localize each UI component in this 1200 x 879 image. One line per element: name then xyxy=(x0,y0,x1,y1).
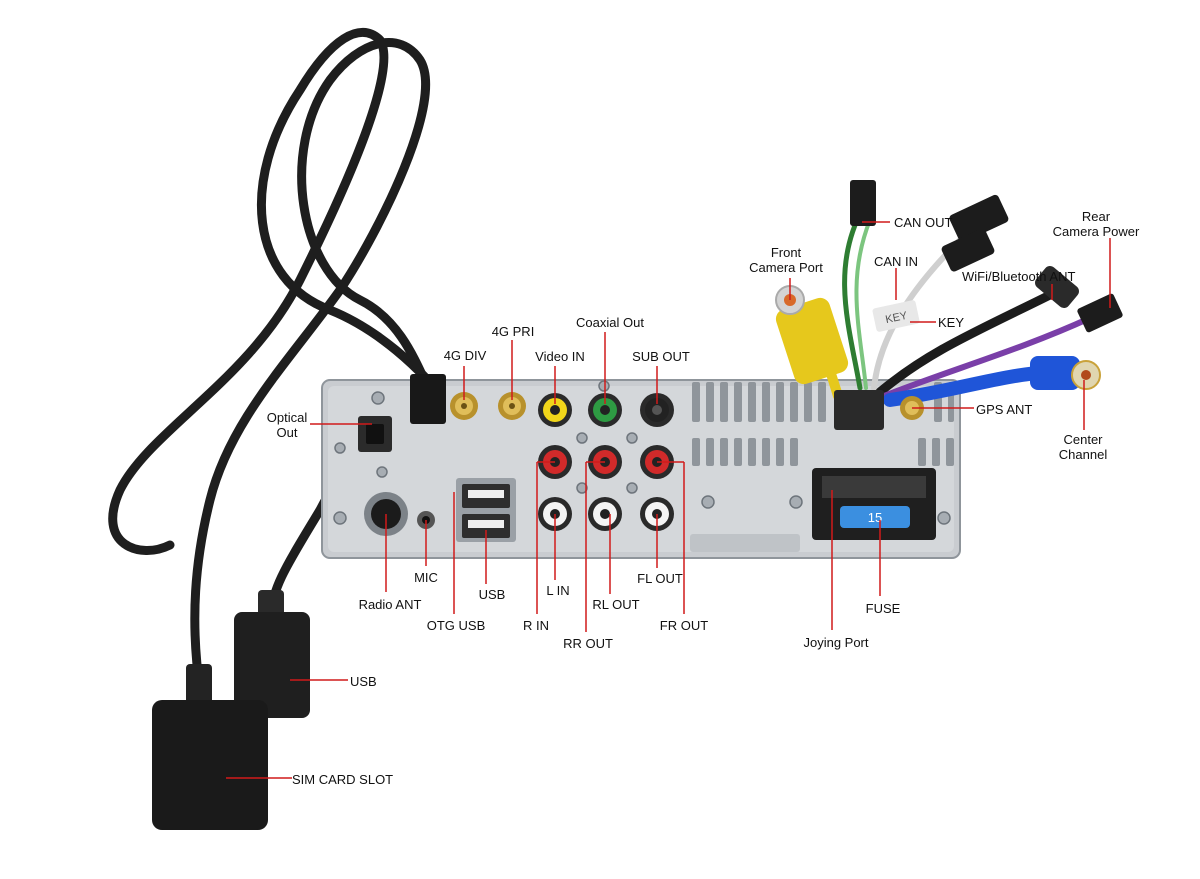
label-fl-out: FL OUT xyxy=(637,571,683,586)
key-tag-text: KEY xyxy=(884,310,909,326)
label-rr-out: RR OUT xyxy=(563,636,613,651)
label-key: KEY xyxy=(938,315,965,330)
center-channel-rca xyxy=(1030,356,1101,390)
label-wifi-bt-ant: WiFi/Bluetooth ANT xyxy=(962,269,1076,284)
label-center-line2: Channel xyxy=(1058,447,1108,462)
label-front-camera-line1: Front xyxy=(770,245,802,260)
label-video-in: Video IN xyxy=(535,349,585,364)
4g-pri-connector xyxy=(498,392,526,420)
label-fr-out: FR OUT xyxy=(659,618,709,633)
sim-card-module xyxy=(152,664,268,830)
label-coaxial-out: Coaxial Out xyxy=(576,315,644,330)
label-rear-camera-power: Rear Camera Power xyxy=(1044,209,1148,239)
label-optical-out: Optical Out xyxy=(262,410,312,440)
leader-lines xyxy=(226,221,1111,779)
can-in-connector xyxy=(941,194,1009,272)
label-front-camera-port: Front Camera Port xyxy=(740,245,832,275)
usb-ports xyxy=(456,478,516,542)
label-rl-out: RL OUT xyxy=(592,597,640,612)
fuse-value-text: 15 xyxy=(868,510,882,525)
label-rear-camera-line1: Rear xyxy=(1081,209,1111,224)
label-4g-pri: 4G PRI xyxy=(491,324,535,339)
label-usb-port: USB xyxy=(478,587,506,602)
front-camera-rca xyxy=(775,285,849,385)
label-usb-cable: USB xyxy=(350,674,377,689)
label-sim-card-slot: SIM CARD SLOT xyxy=(292,772,394,787)
label-radio-ant: Radio ANT xyxy=(358,597,422,612)
optical-out-port xyxy=(358,416,392,452)
label-optical-out-line2: Out xyxy=(276,425,298,440)
label-can-out: CAN OUT xyxy=(894,215,953,230)
label-center-channel: Center Channel xyxy=(1048,432,1118,462)
can-out-connector xyxy=(850,180,876,226)
harness-clip xyxy=(834,390,884,430)
label-r-in: R IN xyxy=(523,618,549,633)
cable-plug xyxy=(410,374,446,424)
label-fuse: FUSE xyxy=(865,601,901,616)
4g-div-connector xyxy=(450,392,478,420)
label-joying-port: Joying Port xyxy=(803,635,869,650)
label-l-in: L IN xyxy=(546,583,570,598)
label-gps-ant: GPS ANT xyxy=(976,402,1033,417)
usb-cable-head xyxy=(234,590,310,718)
label-otg-usb: OTG USB xyxy=(426,618,486,633)
joying-port-connector: 15 xyxy=(812,468,936,540)
label-front-camera-line2: Camera Port xyxy=(749,260,823,275)
rca-jacks xyxy=(538,393,674,531)
label-sub-out: SUB OUT xyxy=(632,349,690,364)
label-center-line1: Center xyxy=(1063,432,1103,447)
label-can-in: CAN IN xyxy=(874,254,919,269)
label-4g-div: 4G DIV xyxy=(443,348,487,363)
key-tag: KEY xyxy=(872,300,920,332)
label-optical-out-line1: Optical xyxy=(266,410,308,425)
rear-camera-power-connector xyxy=(1035,265,1123,333)
label-rear-camera-line2: Camera Power xyxy=(1052,224,1140,239)
label-mic: MIC xyxy=(414,570,438,585)
